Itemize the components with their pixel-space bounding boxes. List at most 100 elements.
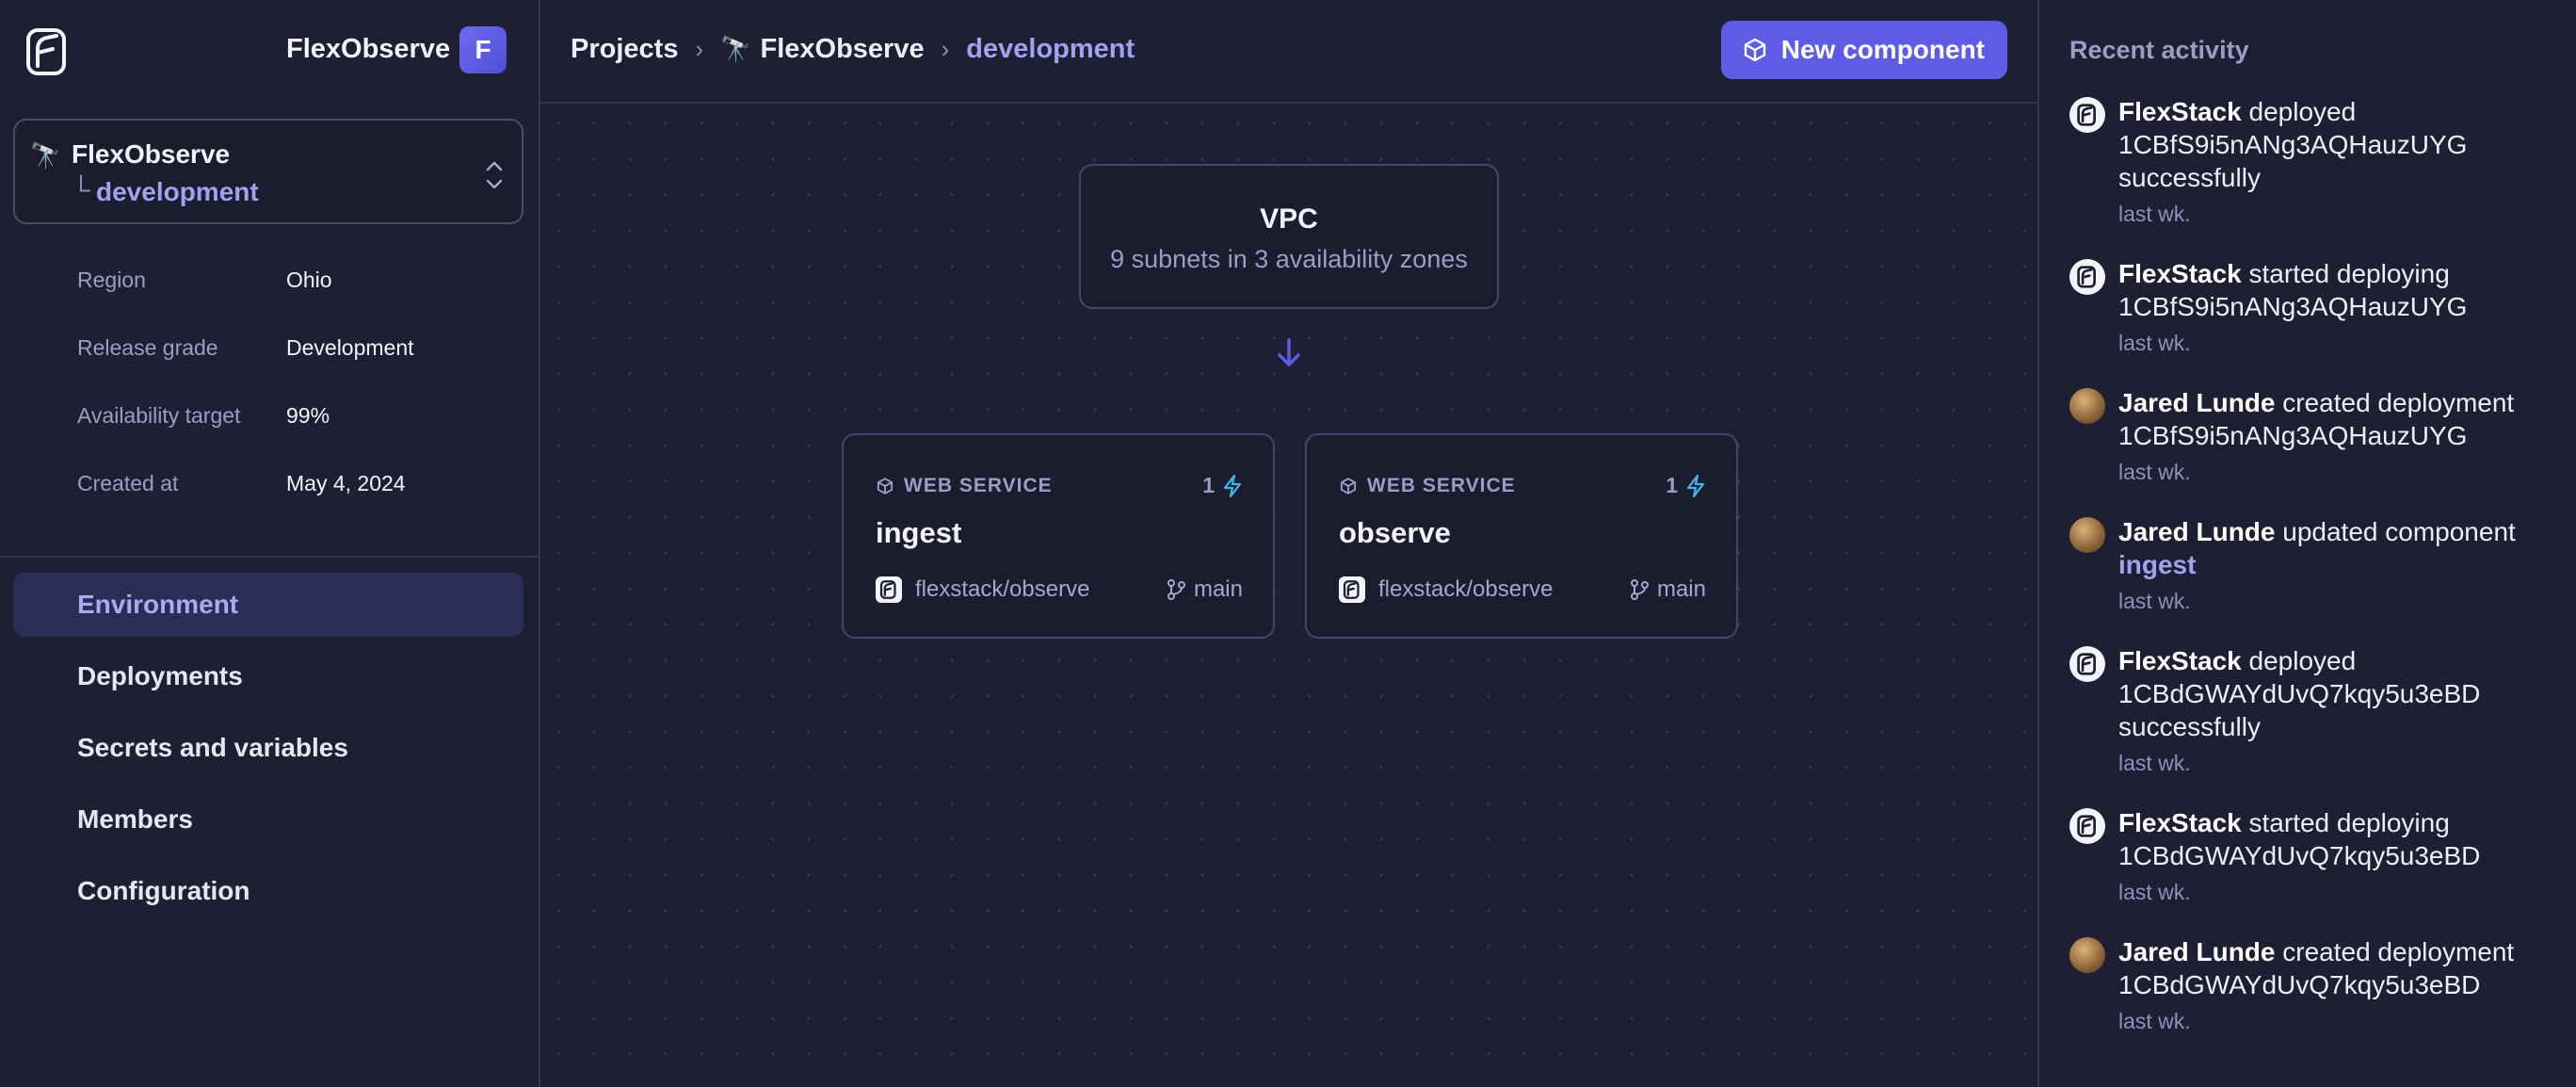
activity-title: Recent activity bbox=[2069, 36, 2249, 64]
activity-timestamp: last wk. bbox=[2118, 751, 2191, 775]
main-panel: Projects › 🔭 FlexObserve › development N… bbox=[540, 0, 2037, 1087]
activity-description: created deployment 1CBfS9i5nANg3AQHauzUY… bbox=[2118, 388, 2515, 450]
activity-text: Jared Lunde created deployment 1CBfS9i5n… bbox=[2118, 386, 2533, 452]
telescope-icon: 🔭 bbox=[720, 35, 751, 63]
branch-name: main bbox=[1193, 576, 1243, 602]
arrow-down-icon bbox=[1278, 338, 1300, 366]
activity-description: started deploying 1CBfS9i5nANg3AQHauzUYG bbox=[2118, 259, 2468, 321]
component-repo[interactable]: flexstack/observe bbox=[876, 576, 1089, 603]
breadcrumb-projects[interactable]: Projects bbox=[571, 34, 679, 64]
activity-actor[interactable]: Jared Lunde bbox=[2118, 388, 2276, 417]
activity-actor[interactable]: FlexStack bbox=[2118, 808, 2242, 837]
meta-label: Created at bbox=[77, 471, 179, 495]
component-type: WEB SERVICE bbox=[1339, 475, 1516, 497]
repo-name: flexstack/observe bbox=[915, 576, 1090, 602]
breadcrumb-project[interactable]: FlexObserve bbox=[760, 34, 925, 64]
sidebar-item-deployments[interactable]: Deployments bbox=[77, 661, 243, 690]
repo-name: flexstack/observe bbox=[1378, 576, 1554, 602]
activity-text: FlexStack started deploying 1CBdGWAYdUvQ… bbox=[2118, 806, 2533, 872]
top-bar: Projects › 🔭 FlexObserve › development N… bbox=[540, 0, 2037, 104]
activity-item: Jared Lunde created deployment 1CBdGWAYd… bbox=[2069, 935, 2576, 1034]
git-branch-icon bbox=[1630, 579, 1649, 600]
instance-count: 1 bbox=[1202, 473, 1243, 498]
breadcrumb-separator-icon: › bbox=[941, 35, 950, 63]
meta-row-availability: Availability target 99% bbox=[77, 403, 510, 471]
activity-item: FlexStack started deploying 1CBfS9i5nANg… bbox=[2069, 257, 2576, 356]
activity-item: Jared Lunde created deployment 1CBfS9i5n… bbox=[2069, 386, 2576, 485]
breadcrumb-environment[interactable]: development bbox=[966, 34, 1135, 64]
component-branch[interactable]: main bbox=[1166, 576, 1243, 603]
sidebar-nav: Environment Deployments Secrets and vari… bbox=[13, 573, 523, 931]
vpc-subtitle: 9 subnets in 3 availability zones bbox=[1110, 245, 1468, 273]
meta-label: Availability target bbox=[77, 403, 241, 428]
activity-actor[interactable]: FlexStack bbox=[2118, 646, 2242, 675]
activity-description: deployed 1CBdGWAYdUvQ7kqy5u3eBD successf… bbox=[2118, 646, 2481, 741]
activity-description: deployed 1CBfS9i5nANg3AQHauzUYG successf… bbox=[2118, 97, 2468, 192]
activity-panel: Recent activity FlexStack deployed 1CBfS… bbox=[2037, 0, 2576, 1087]
sidebar-header: FlexObserve F bbox=[0, 0, 539, 102]
activity-actor[interactable]: FlexStack bbox=[2118, 97, 2242, 126]
component-repo[interactable]: flexstack/observe bbox=[1339, 576, 1553, 603]
sidebar-item-secrets[interactable]: Secrets and variables bbox=[77, 733, 348, 762]
org-avatar-button[interactable]: F bbox=[459, 26, 507, 73]
component-type-label: WEB SERVICE bbox=[1367, 475, 1516, 496]
instance-count-value: 1 bbox=[1666, 473, 1678, 497]
org-name: FlexObserve bbox=[286, 34, 451, 64]
activity-actor[interactable]: Jared Lunde bbox=[2118, 937, 2276, 966]
new-component-label: New component bbox=[1780, 35, 1985, 64]
activity-component-link[interactable]: ingest bbox=[2118, 550, 2197, 579]
new-component-button[interactable]: New component bbox=[1720, 21, 2007, 79]
project-switcher[interactable]: 🔭 FlexObserve └ development bbox=[13, 119, 523, 224]
flexstack-avatar-icon bbox=[2069, 646, 2105, 682]
activity-actor[interactable]: FlexStack bbox=[2118, 259, 2242, 288]
activity-timestamp: last wk. bbox=[2118, 202, 2191, 226]
flexstack-avatar-icon bbox=[2069, 808, 2105, 844]
environment-name: development bbox=[96, 177, 259, 206]
activity-actor[interactable]: Jared Lunde bbox=[2118, 517, 2276, 546]
tree-branch-icon: └ bbox=[72, 175, 90, 204]
git-branch-icon bbox=[1167, 579, 1185, 600]
component-card-observe[interactable]: WEB SERVICE 1 observe f bbox=[1305, 433, 1738, 639]
activity-timestamp: last wk. bbox=[2118, 1009, 2191, 1033]
breadcrumb: Projects › 🔭 FlexObserve › development bbox=[571, 34, 1135, 65]
component-branch[interactable]: main bbox=[1629, 576, 1706, 603]
sidebar-item-members[interactable]: Members bbox=[77, 804, 193, 834]
activity-item: FlexStack deployed 1CBdGWAYdUvQ7kqy5u3eB… bbox=[2069, 644, 2576, 776]
cube-icon bbox=[877, 478, 894, 495]
component-card-ingest[interactable]: WEB SERVICE 1 ingest fl bbox=[842, 433, 1275, 639]
sidebar: FlexObserve F 🔭 FlexObserve └ developmen… bbox=[0, 0, 540, 1087]
activity-list: FlexStack deployed 1CBfS9i5nANg3AQHauzUY… bbox=[2069, 95, 2576, 1034]
telescope-icon: 🔭 bbox=[30, 141, 61, 170]
activity-text: FlexStack started deploying 1CBfS9i5nANg… bbox=[2118, 257, 2533, 323]
vpc-node[interactable]: VPC 9 subnets in 3 availability zones bbox=[1079, 164, 1499, 309]
meta-row-created-at: Created at May 4, 2024 bbox=[77, 471, 510, 539]
meta-label: Release grade bbox=[77, 335, 218, 360]
sidebar-item-configuration[interactable]: Configuration bbox=[77, 876, 250, 905]
activity-description: created deployment 1CBdGWAYdUvQ7kqy5u3eB… bbox=[2118, 937, 2515, 999]
lightning-bolt-icon bbox=[1686, 474, 1705, 497]
repo-logo-icon bbox=[1339, 576, 1365, 603]
meta-row-release-grade: Release grade Development bbox=[77, 335, 510, 403]
component-name: observe bbox=[1339, 516, 1451, 549]
flexstack-avatar-icon bbox=[2069, 259, 2105, 295]
vpc-title: VPC bbox=[1260, 203, 1318, 235]
activity-text: Jared Lunde updated component ingest bbox=[2118, 515, 2533, 581]
activity-description: started deploying 1CBdGWAYdUvQ7kqy5u3eBD bbox=[2118, 808, 2481, 870]
branch-name: main bbox=[1656, 576, 1706, 602]
project-name: FlexObserve bbox=[72, 139, 231, 169]
cube-icon bbox=[1340, 478, 1357, 495]
activity-timestamp: last wk. bbox=[2118, 331, 2191, 355]
flexstack-logo-icon[interactable] bbox=[24, 24, 72, 79]
cube-icon bbox=[1744, 38, 1765, 62]
repo-logo-icon bbox=[876, 576, 902, 603]
sidebar-item-environment[interactable]: Environment bbox=[13, 573, 523, 637]
meta-value: 99% bbox=[286, 403, 330, 428]
chevron-up-down-icon bbox=[486, 161, 503, 189]
activity-text: FlexStack deployed 1CBdGWAYdUvQ7kqy5u3eB… bbox=[2118, 644, 2533, 743]
activity-text: Jared Lunde created deployment 1CBdGWAYd… bbox=[2118, 935, 2533, 1001]
architecture-canvas[interactable]: VPC 9 subnets in 3 availability zones WE… bbox=[540, 105, 2037, 1087]
sidebar-divider bbox=[0, 556, 539, 558]
user-avatar bbox=[2069, 388, 2105, 424]
